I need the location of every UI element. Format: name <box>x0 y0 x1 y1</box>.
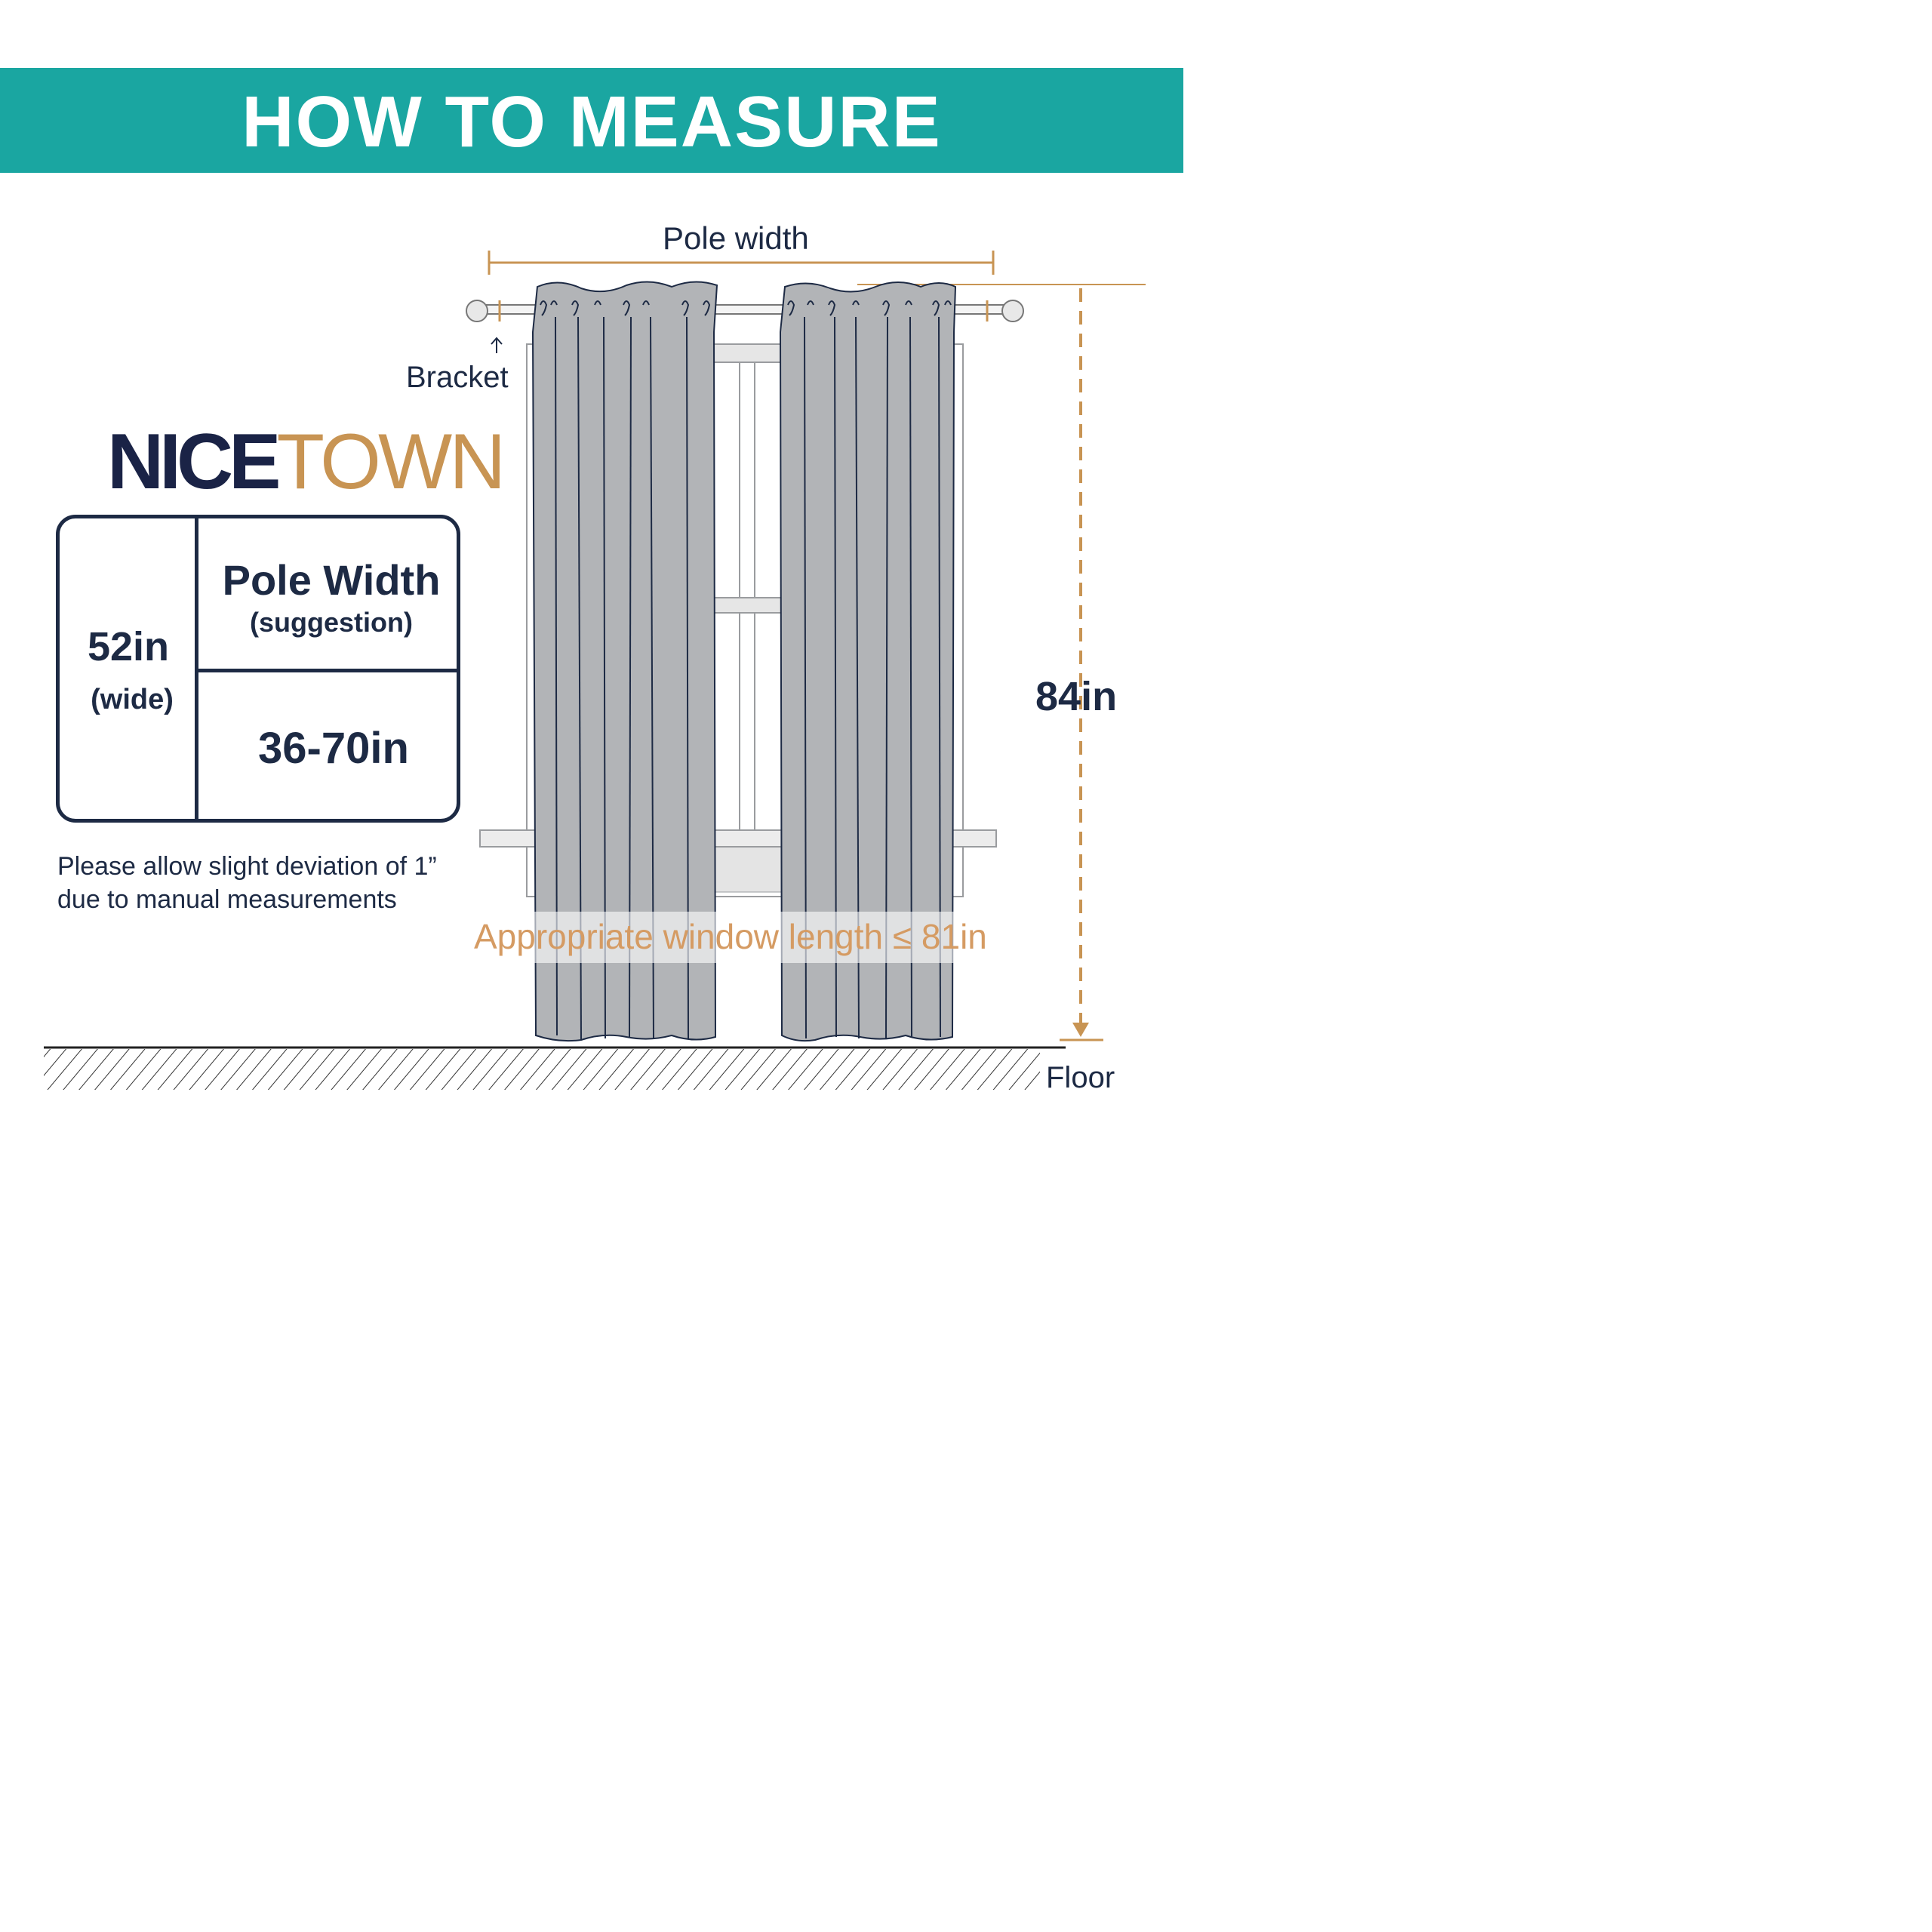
curtain-diagram <box>44 251 1146 1090</box>
floor-label: Floor <box>1046 1061 1115 1094</box>
width-value: 52in <box>87 624 170 669</box>
height-label: 84in <box>1035 674 1118 719</box>
pole-width-value: 36-70in <box>258 724 409 773</box>
width-note: (wide) <box>91 684 174 715</box>
floor <box>44 1046 1066 1090</box>
bracket-label: Bracket <box>406 361 509 394</box>
note-line-1: Please allow slight deviation of 1” <box>57 852 437 881</box>
bracket-arrow-icon <box>491 337 503 353</box>
table-divider-horizontal <box>196 669 459 672</box>
pole-width-dimension <box>488 251 995 275</box>
page-title: HOW TO MEASURE <box>242 82 942 162</box>
pole-width-note: (suggestion) <box>250 607 413 638</box>
window-length-label: Appropriate window length ≤ 81in <box>474 917 987 956</box>
pole-width-label: Pole width <box>663 220 809 256</box>
logo-nice: NICE <box>107 418 281 506</box>
logo-town: TOWN <box>276 418 506 506</box>
window-length-band <box>531 912 957 963</box>
pole-width-heading: Pole Width <box>222 556 441 604</box>
note-line-2: due to manual measurements <box>57 885 397 914</box>
title-banner <box>0 68 1183 173</box>
deviation-note: Please allow slight deviation of 1” due … <box>57 850 437 916</box>
brand-logo: NICETOWN <box>107 423 506 501</box>
